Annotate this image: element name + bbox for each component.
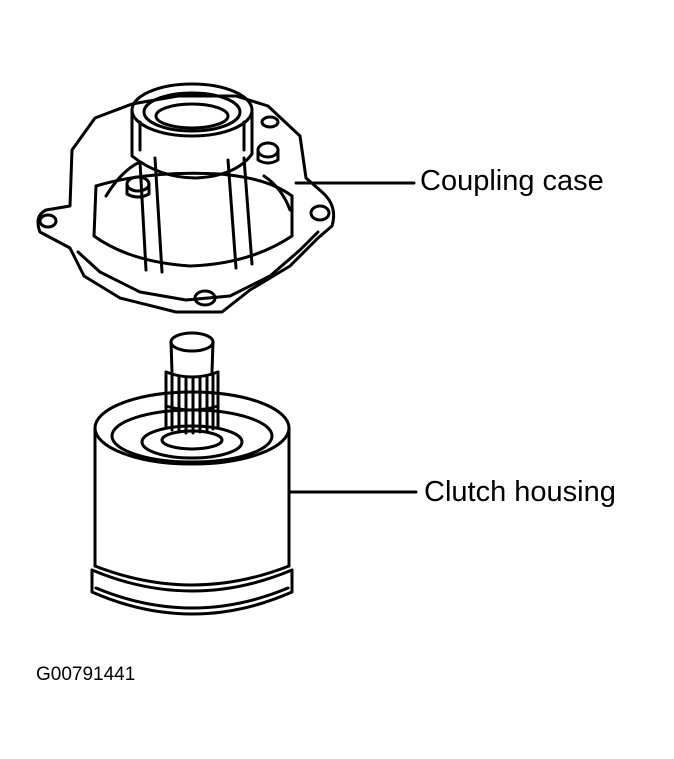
bolt-right <box>256 141 280 165</box>
bolt-top-right <box>260 115 280 129</box>
figure-id: G00791441 <box>36 664 136 685</box>
coupling-case-part <box>36 82 336 314</box>
label-coupling-case: Coupling case <box>420 165 604 197</box>
label-clutch-housing: Clutch housing <box>424 476 616 508</box>
output-shaft <box>164 331 220 435</box>
bolt-left <box>125 175 151 199</box>
clutch-housing-part <box>90 390 294 616</box>
